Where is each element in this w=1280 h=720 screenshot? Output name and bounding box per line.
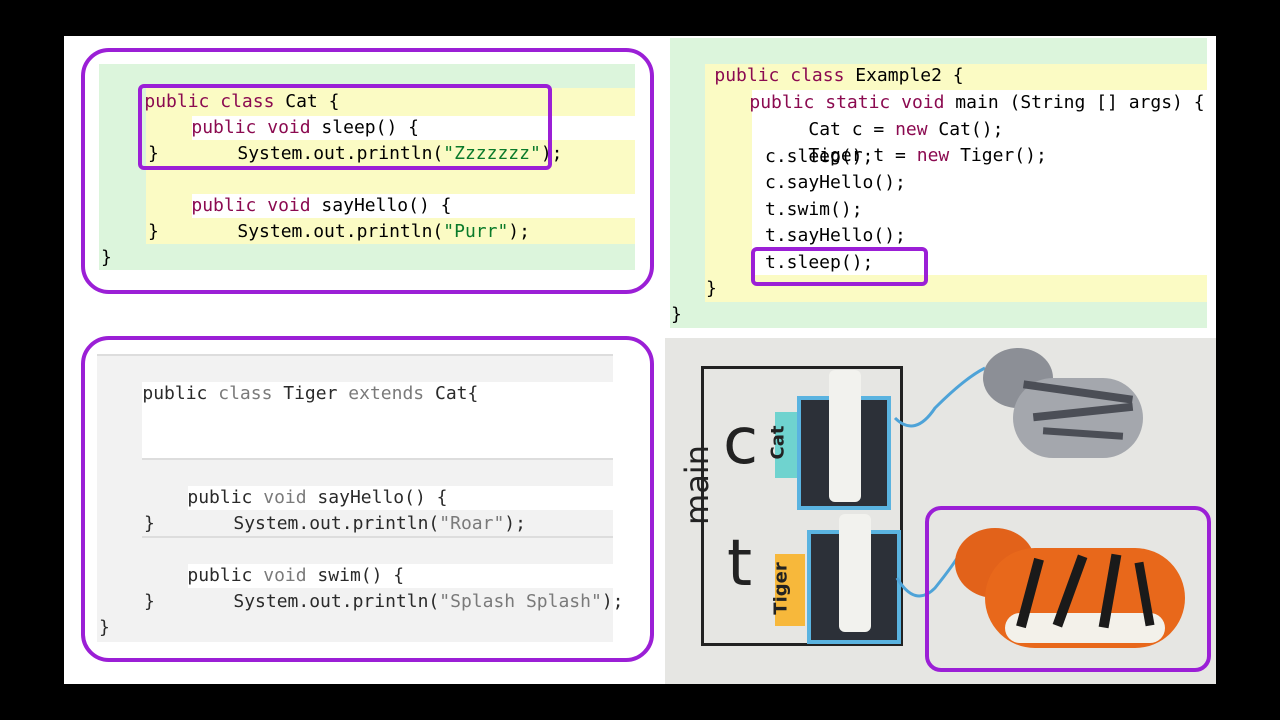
tiger-empty-area <box>142 382 613 458</box>
ex2-line-main-sig: public static void main (String [] args)… <box>706 64 1205 142</box>
cat-line-close1: } <box>148 143 159 164</box>
cat-reference-pouch <box>797 370 891 510</box>
cat-reference-string <box>893 366 986 428</box>
method-sig: swim() { <box>306 565 405 586</box>
ex2-line-new-tiger: Tiger t = new Tiger(); <box>765 117 1047 195</box>
tiger-line-hello-sig: public void sayHello() { <box>144 459 447 537</box>
tiger-tag: Tiger <box>771 554 805 626</box>
call: System.out.println( <box>233 591 440 612</box>
ex2-line-new-cat: Cat c = new Cat(); <box>765 91 1003 169</box>
call-end: ); <box>508 221 530 242</box>
tiger-object-highlight <box>925 506 1211 672</box>
decl: Tiger t = <box>808 145 917 166</box>
keyword: void <box>901 92 945 113</box>
keyword: public <box>749 92 815 113</box>
keyword: public <box>142 383 208 404</box>
keyword: extends <box>348 383 425 404</box>
decl: Cat c = <box>808 119 896 140</box>
cat-object-plush <box>983 348 1143 478</box>
keyword: new <box>895 119 928 140</box>
method-sig: sayHello() { <box>310 195 452 216</box>
tiger-reference-pouch <box>807 514 901 644</box>
tiger-class-highlight <box>81 336 654 662</box>
ctor: Tiger(); <box>949 145 1047 166</box>
main-frame-box <box>701 366 903 646</box>
string-literal: "Purr" <box>443 221 509 242</box>
tiger-line-swim-sig: public void swim() { <box>144 537 404 615</box>
keyword: public <box>191 117 257 138</box>
call-end: ); <box>601 591 624 612</box>
call: System.out.println( <box>233 513 440 534</box>
ex2-line-c-sayhello: c.sayHello(); <box>765 172 906 193</box>
keyword: void <box>267 195 311 216</box>
tiger-swim-body-bg <box>188 564 613 588</box>
keyword: class <box>790 65 845 86</box>
keyword: void <box>263 565 307 586</box>
memory-diagram-photo: main c t Cat Tiger <box>665 338 1216 684</box>
example2-main-body-bg <box>752 90 1207 275</box>
clicker-device <box>829 370 861 502</box>
cat-class-highlight <box>81 48 654 294</box>
cat-line-sleep-sig: public void sleep() { <box>148 89 419 167</box>
ex2-line-t-sleep: t.sleep(); <box>765 252 874 273</box>
superclass: Cat{ <box>424 383 479 404</box>
cat-line-sleep-body: System.out.println("Zzzzzzz"); <box>194 115 562 193</box>
tiger-line-hello-body: System.out.println("Roar"); <box>190 485 526 563</box>
ex2-line-t-swim: t.swim(); <box>765 199 863 220</box>
keyword: class <box>220 91 275 112</box>
ctor: Cat(); <box>927 119 1004 140</box>
keyword: void <box>267 117 311 138</box>
tiger-hello-body-bg <box>188 486 613 510</box>
cat-line-close2: } <box>148 221 159 242</box>
ex2-line-close2: } <box>671 304 682 325</box>
cat-line-close3: } <box>101 247 112 268</box>
cat-line-class: public class Cat { <box>101 63 339 141</box>
var-c-label: c <box>723 405 759 479</box>
class-name: Cat { <box>274 91 340 112</box>
class-name: Example2 { <box>844 65 964 86</box>
ex2-line-class: public class Example2 { <box>671 37 964 115</box>
method-sig: sayHello() { <box>306 487 448 508</box>
tiger-line-close3: } <box>99 617 110 638</box>
clicker-device <box>839 514 871 632</box>
tiger-line-swim-body: System.out.println("Splash Splash"); <box>190 563 624 641</box>
tiger-line-close1: } <box>144 513 155 534</box>
var-t-label: t <box>727 527 753 601</box>
keyword: public <box>187 487 253 508</box>
call: System.out.println( <box>237 143 444 164</box>
cat-line-hello-sig: public void sayHello() { <box>148 167 451 245</box>
keyword: public <box>191 195 257 216</box>
call-end: ); <box>504 513 526 534</box>
ex2-line-c-sleep: c.sleep(); <box>765 146 874 167</box>
class-name: Tiger <box>272 383 349 404</box>
sleep-method-highlight <box>138 84 552 170</box>
cat-hello-body-bg <box>192 194 635 218</box>
call: System.out.println( <box>237 221 444 242</box>
tiger-object-plush <box>945 518 1195 668</box>
ex2-line-t-sayhello: t.sayHello(); <box>765 225 906 246</box>
keyword: void <box>263 487 307 508</box>
string-literal: "Zzzzzzz" <box>443 143 541 164</box>
string-literal: "Roar" <box>439 513 505 534</box>
method-sig: main (String [] args) { <box>944 92 1205 113</box>
keyword: new <box>916 145 950 166</box>
keyword: class <box>218 383 273 404</box>
string-literal: "Splash Splash" <box>439 591 602 612</box>
method-sig: sleep() { <box>310 117 419 138</box>
keyword: static <box>825 92 891 113</box>
cat-sleep-body-bg <box>192 116 635 140</box>
ex2-line-close1: } <box>706 278 717 299</box>
keyword: public <box>714 65 780 86</box>
tiger-line-class: public class Tiger extends Cat{ <box>99 355 478 433</box>
cat-line-hello-body: System.out.println("Purr"); <box>194 193 530 271</box>
slide: public class Cat { public void sleep() {… <box>64 36 1216 684</box>
keyword: public <box>144 91 210 112</box>
keyword: public <box>187 565 253 586</box>
tiger-line-close2: } <box>144 591 155 612</box>
t-sleep-highlight <box>751 247 928 286</box>
